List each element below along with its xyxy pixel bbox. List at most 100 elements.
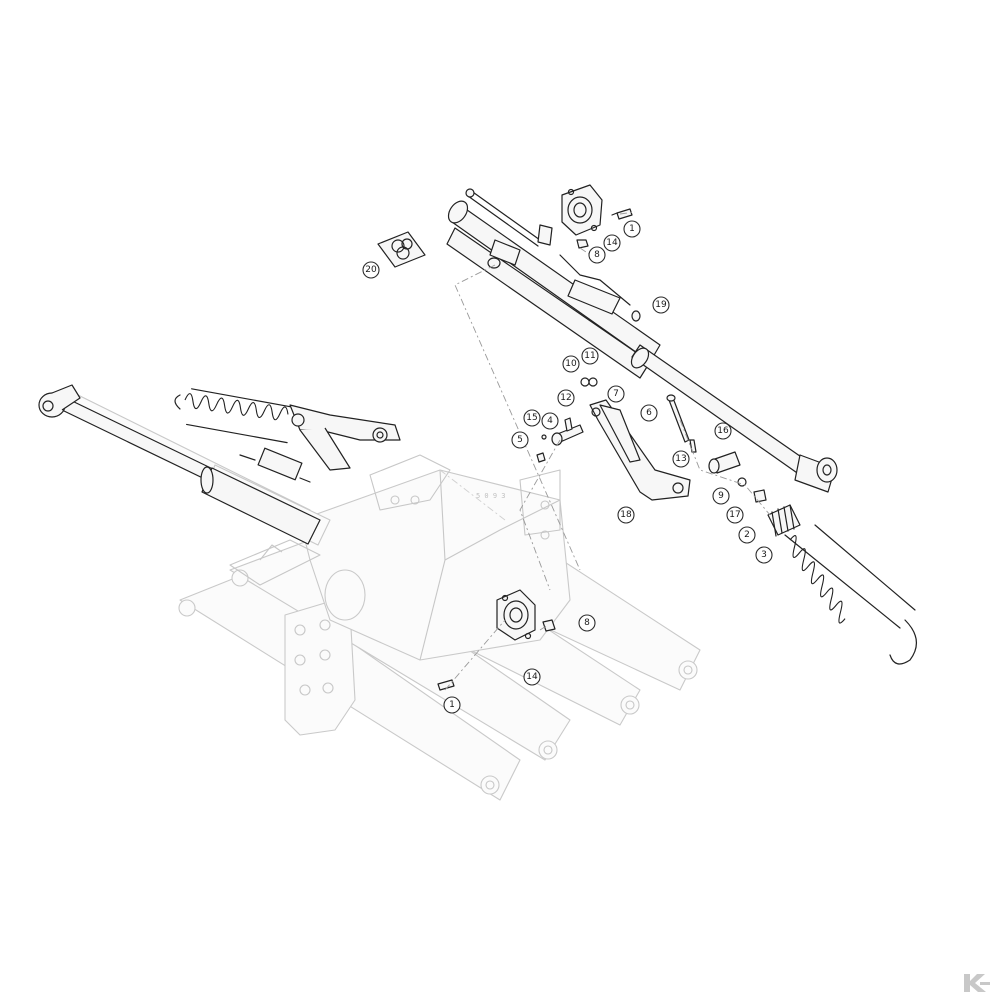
callout-circle: [562, 355, 580, 373]
callout-circle: [511, 431, 529, 449]
callout-label: 11: [584, 351, 595, 361]
callout-circle: [541, 412, 559, 430]
callout-label: 16: [717, 426, 729, 436]
callout-18: 18: [617, 506, 635, 524]
callout-circle: [617, 506, 635, 524]
callout-circle: [738, 526, 756, 544]
ghost-eye: [480, 775, 500, 795]
ghost-frame-hole: [324, 569, 366, 621]
callout-label: 10: [565, 359, 577, 369]
callout-label: 20: [365, 265, 377, 275]
callout-circle: [640, 404, 658, 422]
callout-circle: [523, 668, 541, 686]
callout-label: 2: [744, 530, 750, 540]
callout-circle: [623, 220, 641, 238]
hydraulic-line: [467, 189, 541, 247]
callout-1-lower: 1: [443, 696, 461, 714]
spring-3-coils: [789, 535, 846, 624]
nut-8: [576, 239, 589, 249]
callout-15: 15: [523, 409, 541, 427]
callout-circle: [578, 614, 596, 632]
callout-label: 14: [526, 672, 538, 682]
callout-label: 12: [560, 393, 571, 403]
hydraulic-cylinder-19: [446, 188, 838, 493]
pin-12: [564, 417, 573, 432]
callout-circle: [714, 422, 732, 440]
callout-circle: [607, 385, 625, 403]
callout-circle: [603, 234, 621, 252]
spring-3-assembly: [767, 504, 917, 665]
callout-circle: [581, 347, 599, 365]
bolt-1-lower: [437, 679, 455, 691]
callout-circle: [588, 246, 606, 264]
assembly-leader-lines: [439, 211, 771, 691]
callout-circle: [652, 296, 670, 314]
bearing-unit-lower: [437, 589, 556, 691]
callout-19: 19: [652, 296, 670, 314]
callout-14-upper: 14: [603, 234, 621, 252]
callout-circle: [726, 506, 744, 524]
callout-8-upper: 8: [588, 246, 606, 264]
ghost-eye: [620, 695, 640, 715]
callout-6: 6: [640, 404, 658, 422]
callout-8-lower: 8: [578, 614, 596, 632]
callout-3: 3: [755, 546, 773, 564]
ghost-eye: [538, 740, 558, 760]
washer-9: [737, 477, 747, 487]
callout-2: 2: [738, 526, 756, 544]
spacer-17: [753, 489, 767, 503]
callout-11: 11: [581, 347, 599, 365]
callout-circle: [443, 696, 461, 714]
callout-label: 17: [729, 510, 740, 520]
callout-label: 19: [655, 300, 667, 310]
callout-label: 4: [547, 416, 553, 426]
frame-marking: 5 0 9 3: [476, 492, 506, 500]
k-logo: [964, 974, 990, 992]
callout-label: 6: [646, 408, 652, 418]
callout-16: 16: [714, 422, 732, 440]
callout-label: 8: [584, 618, 590, 628]
pin-13: [689, 439, 697, 453]
callout-circle: [755, 546, 773, 564]
washer-10: [580, 377, 590, 387]
callout-9: 9: [712, 487, 730, 505]
callout-12: 12: [557, 389, 575, 407]
callout-label: 14: [606, 238, 618, 248]
callout-7: 7: [607, 385, 625, 403]
cylinder-19-valve: [567, 279, 621, 315]
seal-kit-20: [377, 231, 426, 268]
callout-label: 9: [718, 491, 724, 501]
callout-10: 10: [562, 355, 580, 373]
callout-17: 17: [726, 506, 744, 524]
callout-label: 3: [761, 550, 767, 560]
callout-14-lower: 14: [523, 668, 541, 686]
callout-label: 13: [675, 454, 686, 464]
valve-block: [257, 447, 303, 481]
link-7: [599, 404, 641, 463]
nut-8-lower: [542, 619, 556, 632]
assembled-left-cylinder: [38, 384, 401, 545]
callout-label: 8: [594, 250, 600, 260]
spring-hook: [889, 619, 917, 665]
callout-label: 5: [517, 435, 523, 445]
callout-13: 13: [672, 450, 690, 468]
callout-label: 1: [449, 700, 455, 710]
callout-circle: [557, 389, 575, 407]
bearing-unit-upper: [561, 184, 633, 249]
clip-15: [541, 434, 547, 440]
callout-label: 1: [629, 224, 635, 234]
callout-5: 5: [511, 431, 529, 449]
callout-circle: [523, 409, 541, 427]
callout-label: 15: [526, 413, 537, 423]
bolt-1: [616, 208, 633, 220]
callout-label: 18: [620, 510, 632, 520]
washer-11: [588, 377, 598, 387]
callout-4: 4: [541, 412, 559, 430]
callout-circle: [362, 261, 380, 279]
callout-circle: [672, 450, 690, 468]
spring-coils: [184, 393, 289, 421]
centre-small-parts: [536, 377, 767, 503]
callout-20: 20: [362, 261, 380, 279]
